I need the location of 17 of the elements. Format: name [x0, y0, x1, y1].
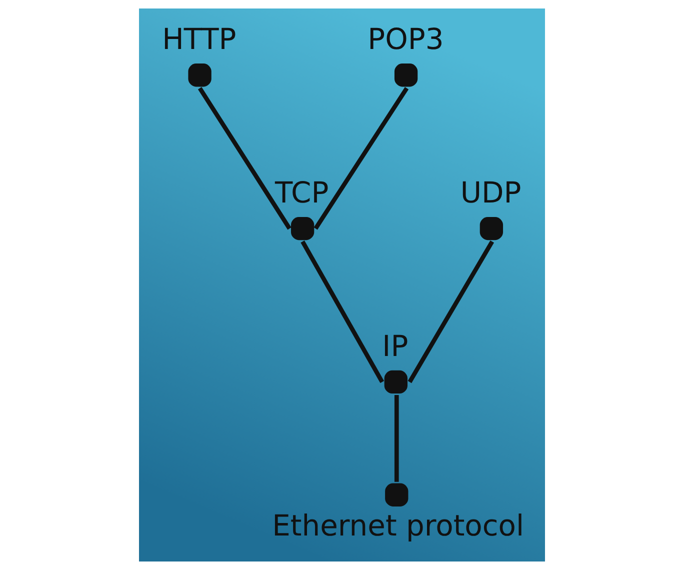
node-circle	[290, 216, 314, 240]
node-circle	[384, 483, 408, 506]
node-circle	[188, 64, 211, 87]
node-label: IP	[382, 328, 408, 363]
node-label: HTTP	[162, 22, 236, 56]
node-label: UDP	[460, 175, 521, 210]
connector	[300, 240, 384, 384]
node-circle	[384, 370, 407, 394]
connector	[394, 395, 398, 482]
node-circle	[394, 64, 418, 87]
connector	[407, 240, 494, 384]
connector	[197, 86, 291, 230]
node-circle	[479, 216, 503, 240]
node-label: TCP	[274, 175, 328, 210]
connector	[313, 86, 408, 230]
node-label: Ethernet protocol	[272, 508, 524, 542]
node-label: POP3	[367, 22, 444, 56]
